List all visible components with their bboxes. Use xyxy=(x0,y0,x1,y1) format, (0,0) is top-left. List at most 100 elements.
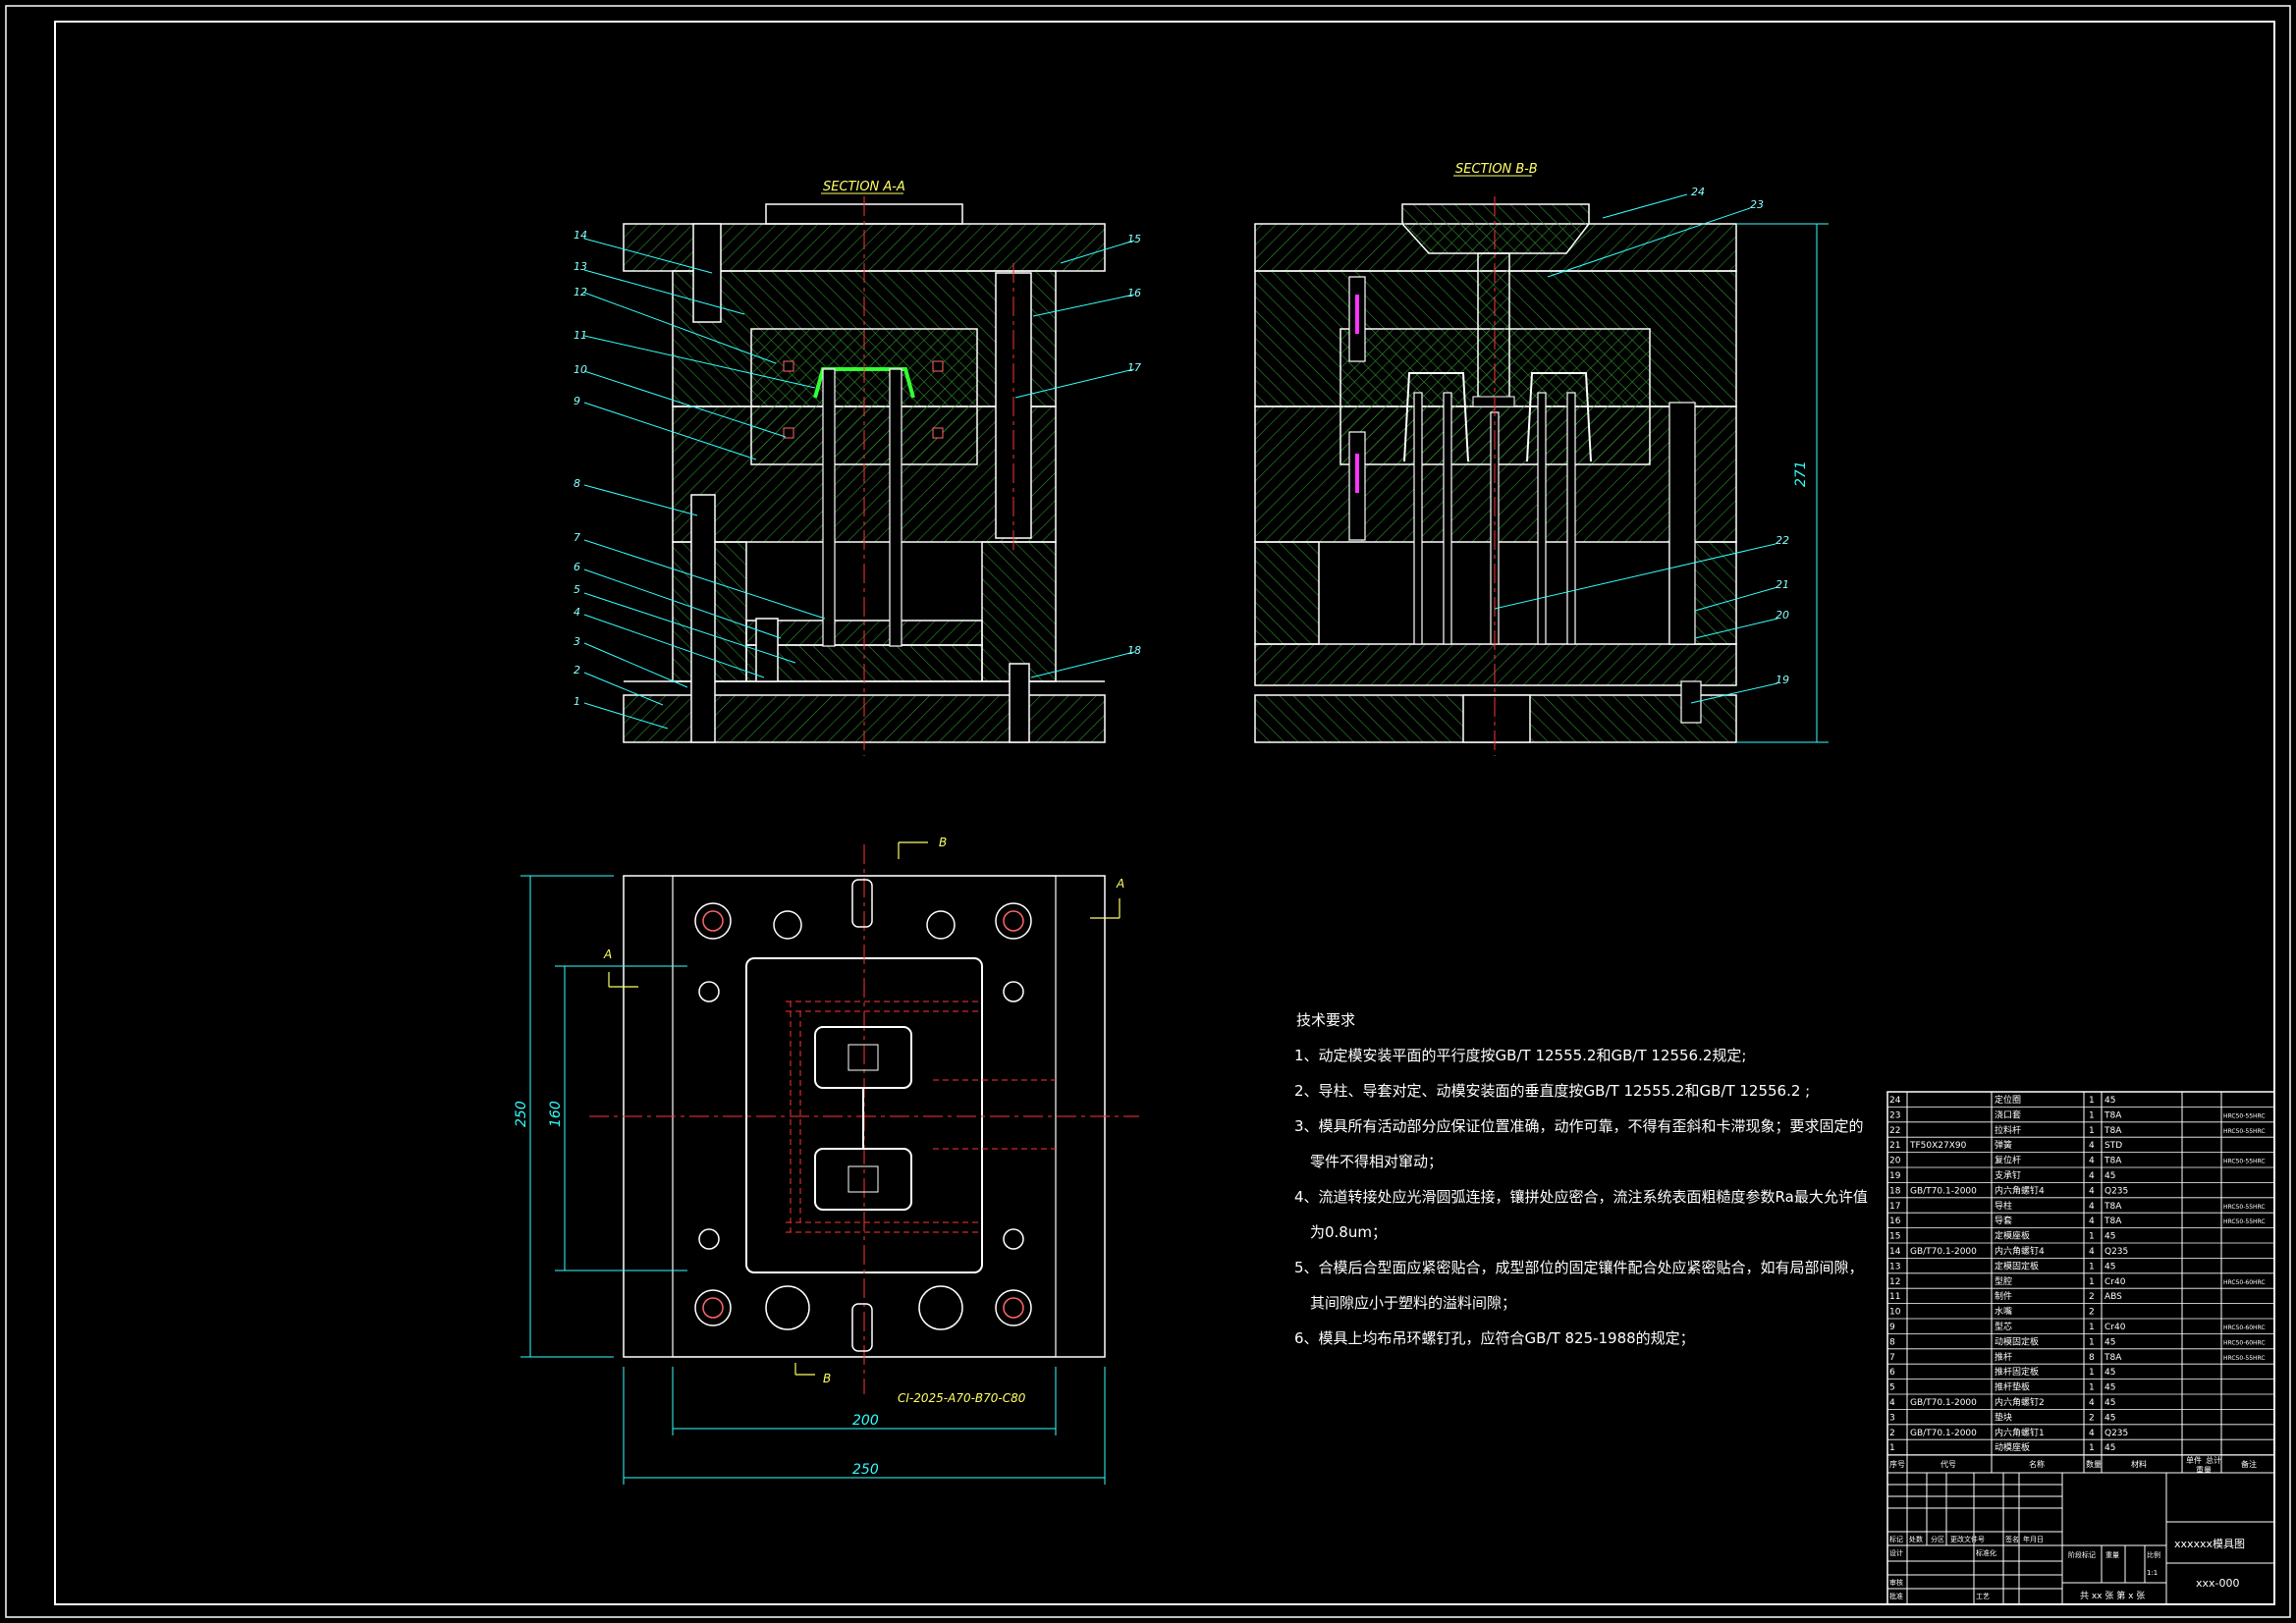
bom-row-9-no: 9 xyxy=(1889,1323,1895,1332)
bom-row-21-mat: STD xyxy=(2105,1141,2122,1151)
inner-border xyxy=(54,21,2275,1605)
bom-row-23-mat: T8A xyxy=(2104,1110,2122,1120)
mold-base-label: CI-2025-A70-B70-C80 xyxy=(898,1391,1026,1405)
callout-4: 4 xyxy=(574,606,580,619)
tb-mark: 标记 xyxy=(1889,1535,1903,1543)
callout-11: 11 xyxy=(574,329,587,342)
bom-row-7-name: 推杆 xyxy=(1995,1351,2012,1363)
bom-row-6-no: 6 xyxy=(1889,1368,1895,1378)
section-mark-a-left: A xyxy=(603,947,612,961)
bom-row-6-name: 推杆固定板 xyxy=(1995,1366,2039,1378)
bom-row-12-no: 12 xyxy=(1889,1277,1900,1287)
tech-line-1: 1、动定模安装平面的平行度按GB/T 12555.2和GB/T 12556.2规… xyxy=(1294,1047,1746,1064)
bom-row-19-no: 19 xyxy=(1889,1171,1901,1181)
bom-row-24-qty: 1 xyxy=(2089,1096,2095,1106)
bom-row-20-mat: T8A xyxy=(2104,1157,2122,1166)
section-bb-title: SECTION B-B xyxy=(1455,162,1538,177)
bom-row-20-note: HRC50-55HRC xyxy=(2223,1159,2266,1165)
bom-row-7-no: 7 xyxy=(1889,1353,1895,1363)
bom-row-5-mat: 45 xyxy=(2105,1383,2115,1393)
bom-row-20-no: 20 xyxy=(1889,1157,1901,1166)
tb-sign: 签名 xyxy=(2005,1535,2019,1543)
bom-row-12-mat: Cr40 xyxy=(2105,1277,2126,1287)
bom-row-8-note: HRC50-60HRC xyxy=(2223,1339,2266,1346)
bom-row-14-qty: 4 xyxy=(2089,1247,2095,1257)
bom-row-1-qty: 1 xyxy=(2089,1443,2095,1453)
bom-row-8-mat: 45 xyxy=(2105,1337,2115,1347)
bom-row-22-no: 22 xyxy=(1889,1126,1900,1136)
bom-row-8-qty: 1 xyxy=(2089,1337,2095,1347)
tb-process: 工艺 xyxy=(1976,1593,1990,1600)
bom-row-1-mat: 45 xyxy=(2105,1443,2115,1453)
bom-header-weight: 重量 xyxy=(2196,1465,2212,1475)
callout-15: 15 xyxy=(1127,233,1141,245)
callout-3: 3 xyxy=(574,635,580,648)
tb-scale: 比例 xyxy=(2147,1550,2160,1559)
bom-row-12-name: 型腔 xyxy=(1995,1275,2012,1287)
dim-250-left: 250 xyxy=(514,1101,529,1127)
bom-row-8-no: 8 xyxy=(1889,1337,1895,1347)
bom-row-16-note: HRC50-55HRC xyxy=(2223,1218,2266,1225)
tb-count: 处数 xyxy=(1909,1535,1923,1543)
tech-heading: 技术要求 xyxy=(1296,1011,1355,1029)
callout-13: 13 xyxy=(574,260,587,273)
bom-row-9-mat: Cr40 xyxy=(2105,1323,2126,1332)
bom-row-2-name: 内六角螺钉1 xyxy=(1995,1427,2045,1438)
bom-row-17-note: HRC50-55HRC xyxy=(2223,1204,2266,1211)
bom-row-22-name: 拉料杆 xyxy=(1995,1124,2021,1136)
bom-row-7-mat: T8A xyxy=(2104,1353,2122,1363)
bom-row-4-mat: 45 xyxy=(2105,1398,2115,1408)
bom-row-14-name: 内六角螺钉4 xyxy=(1995,1245,2045,1257)
tb-weight: 重量 xyxy=(2105,1551,2119,1559)
bom-row-18-name: 内六角螺钉4 xyxy=(1995,1184,2045,1196)
callout-22: 22 xyxy=(1776,534,1789,547)
bom-header-no: 序号 xyxy=(1889,1459,1905,1469)
callout-6: 6 xyxy=(574,561,580,573)
bom-row-4-std: GB/T70.1-2000 xyxy=(1910,1398,1977,1408)
callout-5: 5 xyxy=(574,583,580,596)
bom-row-3-no: 3 xyxy=(1889,1413,1895,1423)
callout-16: 16 xyxy=(1127,287,1141,299)
section-mark-b-top: B xyxy=(939,836,947,849)
bom-row-15-qty: 1 xyxy=(2089,1232,2095,1242)
bom-row-19-name: 支承钉 xyxy=(1995,1169,2021,1181)
outer-border xyxy=(5,5,2291,1618)
tech-line-4: 4、流道转接处应光滑圆弧连接，镶拼处应密合，流注系统表面粗糙度参数Ra最大允许值 xyxy=(1294,1188,1868,1206)
ejector-plate xyxy=(745,644,983,682)
bom-row-5-qty: 1 xyxy=(2089,1383,2095,1393)
bom-row-1-no: 1 xyxy=(1889,1443,1895,1453)
bom-row-10-qty: 2 xyxy=(2089,1308,2095,1318)
bom-row-18-std: GB/T70.1-2000 xyxy=(1910,1186,1977,1196)
bom-header-name: 名称 xyxy=(2029,1459,2045,1469)
section-aa-title: SECTION A-A xyxy=(823,180,905,194)
bom-row-11-name: 制件 xyxy=(1995,1290,2012,1302)
bom-row-2-qty: 4 xyxy=(2089,1429,2095,1438)
bom-row-11-mat: ABS xyxy=(2105,1292,2122,1302)
bom-header-qty: 数量 xyxy=(2086,1459,2102,1469)
bom-row-18-no: 18 xyxy=(1889,1186,1901,1196)
dim-271: 271 xyxy=(1793,460,1809,487)
bom-row-5-name: 推杆垫板 xyxy=(1995,1381,2030,1393)
tech-line-2: 2、导柱、导套对定、动模安装面的垂直度按GB/T 12555.2和GB/T 12… xyxy=(1294,1082,1810,1100)
locating-ring xyxy=(1401,203,1590,254)
sprue-bush xyxy=(1477,252,1510,402)
bom-row-16-name: 导套 xyxy=(1995,1215,2012,1226)
bom-row-2-mat: Q235 xyxy=(2105,1429,2128,1438)
callout-7: 7 xyxy=(574,531,580,544)
plan-view: A A B B CI-2025-A70-B70-C80 200 250 250 … xyxy=(514,836,1139,1485)
tech-line-6: 6、模具上均布吊环螺钉孔，应符合GB/T 825-1988的规定； xyxy=(1294,1329,1695,1347)
tb-date: 年月日 xyxy=(2023,1535,2044,1543)
screw-bottom xyxy=(1009,663,1030,743)
spacer-block-right xyxy=(981,541,1057,682)
bom-row-6-mat: 45 xyxy=(2105,1368,2115,1378)
tech-line-3b: 零件不得相对窜动； xyxy=(1310,1153,1443,1170)
bom-row-16-no: 16 xyxy=(1889,1217,1901,1226)
bom-row-21-no: 21 xyxy=(1889,1141,1900,1151)
tb-stage: 阶段标记 xyxy=(2068,1550,2096,1559)
bom-row-2-no: 2 xyxy=(1889,1429,1895,1438)
bom-row-7-qty: 8 xyxy=(2089,1353,2095,1363)
bom-row-23-no: 23 xyxy=(1889,1110,1900,1120)
bom-row-16-qty: 4 xyxy=(2089,1217,2095,1226)
